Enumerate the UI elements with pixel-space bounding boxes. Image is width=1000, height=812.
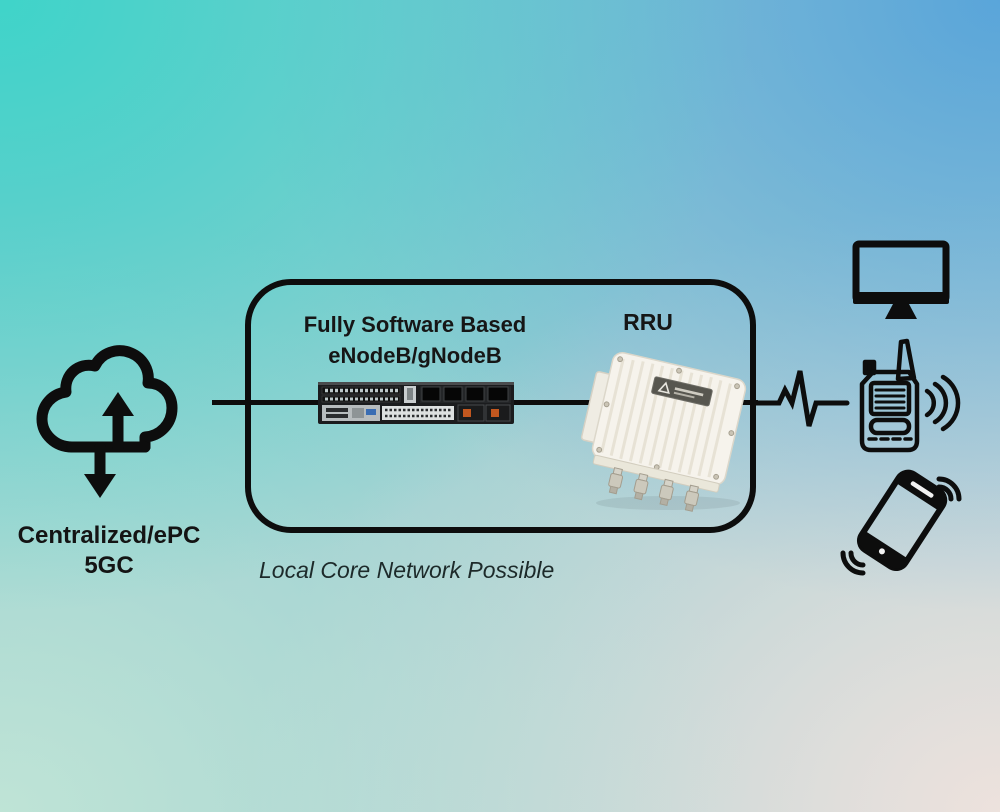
signal-pulse-icon	[753, 370, 850, 427]
box-caption: Local Core Network Possible	[259, 557, 555, 583]
cloud-label-line1: Centralized/ePC	[17, 522, 201, 549]
server-title: Fully Software Based eNodeB/gNodeB	[278, 309, 552, 371]
cloud-label: Centralized/ePC 5GC	[5, 521, 213, 581]
desktop-monitor-icon	[852, 240, 950, 319]
server-title-line1: Fully Software Based	[303, 312, 527, 337]
core-network-box	[245, 279, 756, 533]
cloud-label-line2: 5GC	[84, 552, 134, 579]
cloud-updown-icon	[36, 345, 178, 498]
rru-radio-unit-image	[580, 352, 747, 512]
rack-server-image	[318, 382, 514, 424]
server-title-line2: eNodeB/gNodeB	[328, 343, 502, 368]
walkie-talkie-icon	[859, 338, 961, 453]
rru-title: RRU	[623, 309, 673, 335]
smartphone-icon	[840, 469, 962, 576]
